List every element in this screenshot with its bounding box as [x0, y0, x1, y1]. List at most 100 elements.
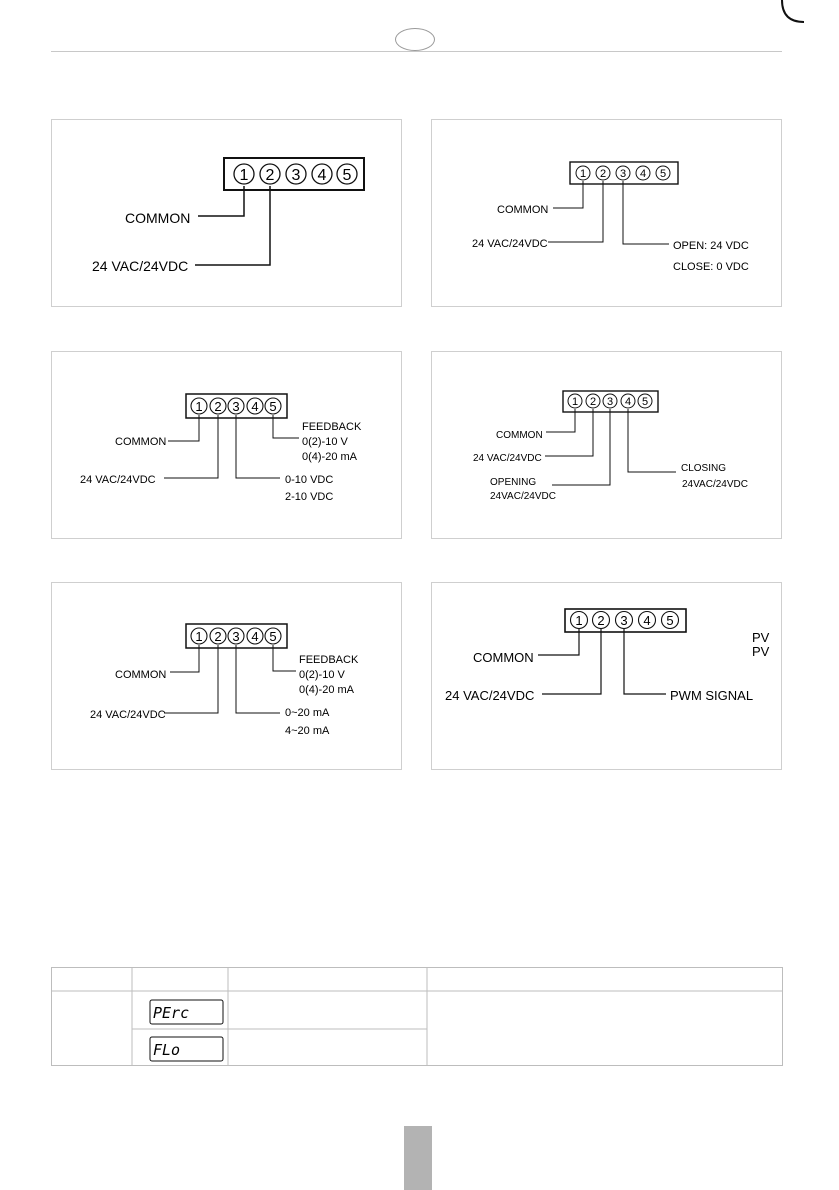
svg-text:1: 1	[572, 396, 578, 408]
settings-table-grid: PErc FLo	[51, 967, 783, 1066]
label-supply: 24 VAC/24VDC	[92, 258, 188, 274]
wiring-diagram-1: 1 2 3 4 5 COMMON 24 VAC/24VDC	[51, 119, 402, 307]
terminal-4: 4	[246, 397, 264, 415]
label-supply: 24 VAC/24VDC	[473, 453, 542, 464]
terminal-5: 5	[655, 165, 671, 181]
label-input-b: 4~20 mA	[285, 725, 330, 737]
terminal-2: 2	[209, 627, 227, 645]
wiring-diagram-5-svg: 1 2 3 4 5 COMMON 24 VAC/24VDC 0~20 mA 4~…	[90, 623, 359, 737]
label-input-b: 2-10 VDC	[285, 491, 333, 503]
wiring-diagram-2-svg: 1 2 3 4 5 COMMON 24 VAC/24VDC OPEN: 24 V…	[472, 161, 749, 273]
svg-text:2: 2	[590, 396, 596, 408]
label-closing-voltage: 24VAC/24VDC	[682, 479, 748, 490]
terminal-1: 1	[190, 397, 208, 415]
label-common: COMMON	[115, 436, 166, 448]
wire-input	[235, 415, 280, 479]
svg-text:3: 3	[232, 629, 239, 644]
svg-text:5: 5	[269, 629, 276, 644]
svg-text:5: 5	[343, 167, 352, 184]
label-feedback-a: 0(2)-10 V	[299, 669, 346, 681]
terminal-3: 3	[615, 165, 631, 181]
label-common: COMMON	[125, 210, 190, 226]
wire-common	[168, 415, 200, 442]
wire-opening	[552, 409, 611, 486]
label-supply: 24 VAC/24VDC	[90, 709, 166, 721]
label-pwm: PWM SIGNAL	[670, 688, 753, 703]
terminal-1: 1	[567, 393, 583, 409]
svg-text:4: 4	[643, 613, 650, 628]
svg-text:4: 4	[625, 396, 631, 408]
terminal-3: 3	[227, 397, 245, 415]
terminal-3: 3	[285, 163, 307, 185]
terminal-5: 5	[264, 627, 282, 645]
svg-text:3: 3	[620, 168, 626, 180]
terminal-block	[223, 157, 365, 191]
label-close: CLOSE: 0 VDC	[673, 261, 749, 273]
wire-common	[553, 181, 584, 209]
wire-common	[546, 409, 576, 433]
svg-text:2: 2	[266, 167, 275, 184]
terminal-1: 1	[569, 610, 589, 630]
label-open: OPEN: 24 VDC	[673, 240, 749, 252]
terminal-2: 2	[591, 610, 611, 630]
terminal-5: 5	[264, 397, 282, 415]
svg-text:1: 1	[575, 613, 582, 628]
svg-text:2: 2	[600, 168, 606, 180]
lcd-display-flo: FLo	[149, 1036, 224, 1062]
wiring-diagram-1-svg: 1 2 3 4 5 COMMON 24 VAC/24VDC	[92, 157, 365, 274]
wire-feedback	[272, 645, 296, 672]
terminal-4: 4	[311, 163, 333, 185]
label-input-a: 0-10 VDC	[285, 474, 333, 486]
terminal-5: 5	[660, 610, 680, 630]
wire-common	[538, 629, 580, 656]
label-closing: CLOSING	[681, 463, 726, 474]
svg-text:1: 1	[240, 167, 249, 184]
svg-text:5: 5	[660, 168, 666, 180]
label-feedback-b: 0(4)-20 mA	[302, 451, 358, 463]
wiring-diagram-4-svg: 1 2 3 4 5 COMMON 24 VAC/24VDC OPENING 24…	[473, 390, 748, 502]
svg-text:3: 3	[232, 399, 239, 414]
label-feedback-b: 0(4)-20 mA	[299, 684, 355, 696]
label-common: COMMON	[115, 669, 166, 681]
svg-text:4: 4	[251, 629, 258, 644]
svg-text:2: 2	[597, 613, 604, 628]
label-feedback-a: 0(2)-10 V	[302, 436, 349, 448]
wire-supply	[195, 186, 271, 266]
terminal-1: 1	[233, 163, 255, 185]
crop-mark	[781, 0, 805, 23]
label-common: COMMON	[473, 650, 534, 665]
svg-text:4: 4	[318, 167, 327, 184]
label-supply: 24 VAC/24VDC	[472, 238, 548, 250]
svg-text:3: 3	[620, 613, 627, 628]
label-input-a: 0~20 mA	[285, 707, 330, 719]
svg-text:5: 5	[666, 613, 673, 628]
wiring-diagram-6: 1 2 3 4 5 COMMON 24 VAC/24VDC PWM SIGNAL…	[431, 582, 782, 770]
label-supply: 24 VAC/24VDC	[445, 688, 534, 703]
label-supply: 24 VAC/24VDC	[80, 474, 156, 486]
svg-text:5: 5	[269, 399, 276, 414]
wire-input	[235, 645, 280, 714]
label-common: COMMON	[496, 430, 543, 441]
terminal-4: 4	[635, 165, 651, 181]
svg-text:4: 4	[640, 168, 646, 180]
language-badge	[395, 28, 435, 51]
wiring-diagram-6-svg: 1 2 3 4 5 COMMON 24 VAC/24VDC PWM SIGNAL…	[445, 608, 770, 703]
terminal-2: 2	[259, 163, 281, 185]
terminal-5: 5	[336, 163, 358, 185]
svg-text:3: 3	[607, 396, 613, 408]
terminal-2: 2	[585, 393, 601, 409]
svg-text:2: 2	[214, 629, 221, 644]
wire-supply	[542, 629, 602, 695]
svg-text:FLo: FLo	[153, 1041, 180, 1059]
terminal-1: 1	[190, 627, 208, 645]
svg-text:1: 1	[580, 168, 586, 180]
svg-text:1: 1	[195, 399, 202, 414]
terminal-4: 4	[637, 610, 657, 630]
wire-feedback	[272, 415, 299, 439]
wire-pwm	[623, 629, 666, 695]
terminal-3: 3	[614, 610, 634, 630]
wire-supply	[545, 409, 594, 457]
svg-text:5: 5	[642, 396, 648, 408]
wire-supply	[548, 181, 604, 243]
label-feedback: FEEDBACK	[299, 654, 359, 666]
